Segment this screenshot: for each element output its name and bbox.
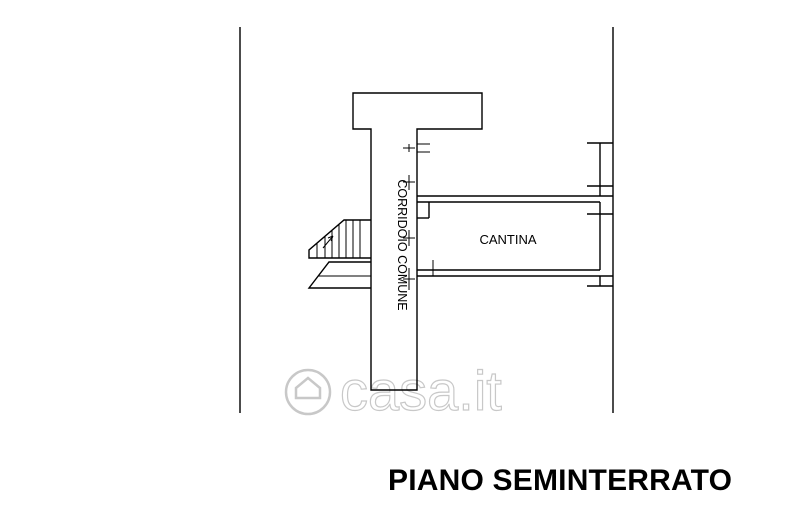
cellar-label: CANTINA bbox=[479, 232, 536, 247]
watermark-text: casa.it bbox=[340, 359, 502, 422]
corridor-label: CORRIDOIO COMUNE bbox=[395, 179, 409, 310]
watermark-house-icon bbox=[284, 368, 332, 416]
staircase bbox=[307, 219, 371, 289]
floor-title: PIANO SEMINTERRATO bbox=[388, 464, 733, 497]
corridor-wall-details bbox=[403, 143, 430, 290]
watermark: casa.it bbox=[284, 358, 503, 423]
right-wall-segment bbox=[587, 142, 613, 287]
common-corridor-outline bbox=[352, 92, 483, 391]
